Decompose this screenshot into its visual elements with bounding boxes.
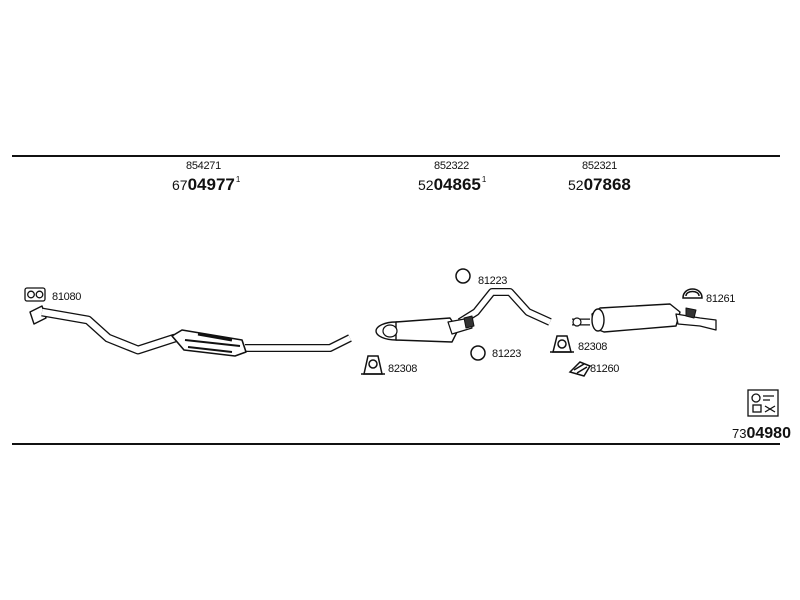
ring-lower-icon[interactable] xyxy=(470,345,486,361)
clamp-front-icon[interactable] xyxy=(361,355,385,375)
rear-muffler-number[interactable]: 5207868 xyxy=(568,175,631,194)
front-pipe-part[interactable] xyxy=(29,305,352,357)
rear-muffler-ref: 852321 xyxy=(582,160,617,172)
mounting-kit-icon[interactable] xyxy=(747,389,779,417)
middle-muffler-ref: 852322 xyxy=(434,160,469,172)
hanger-top-icon[interactable] xyxy=(682,288,703,299)
ring-upper-icon[interactable] xyxy=(455,268,471,284)
rear-muffler-part[interactable] xyxy=(572,303,717,333)
clamp-front-label: 82308 xyxy=(388,363,418,375)
middle-muffler-number[interactable]: 52048651 xyxy=(418,175,487,194)
hanger-bottom-label: 81260 xyxy=(590,363,620,375)
top-rule xyxy=(12,155,780,157)
clamp-rear-icon[interactable] xyxy=(550,335,574,353)
gasket-label: 81080 xyxy=(52,291,82,303)
ring-lower-label: 81223 xyxy=(492,348,522,360)
ring-upper-label: 81223 xyxy=(478,275,508,287)
kit-number[interactable]: 7304980 xyxy=(732,425,791,442)
hanger-top-label: 81261 xyxy=(706,293,736,305)
hanger-bottom-icon[interactable] xyxy=(568,361,592,377)
bottom-rule xyxy=(12,443,780,445)
clamp-rear-label: 82308 xyxy=(578,341,608,353)
gasket-icon[interactable] xyxy=(24,287,46,302)
front-pipe-ref: 854271 xyxy=(186,160,221,172)
front-pipe-number[interactable]: 67049771 xyxy=(172,175,241,194)
middle-muffler-part[interactable] xyxy=(375,288,552,343)
